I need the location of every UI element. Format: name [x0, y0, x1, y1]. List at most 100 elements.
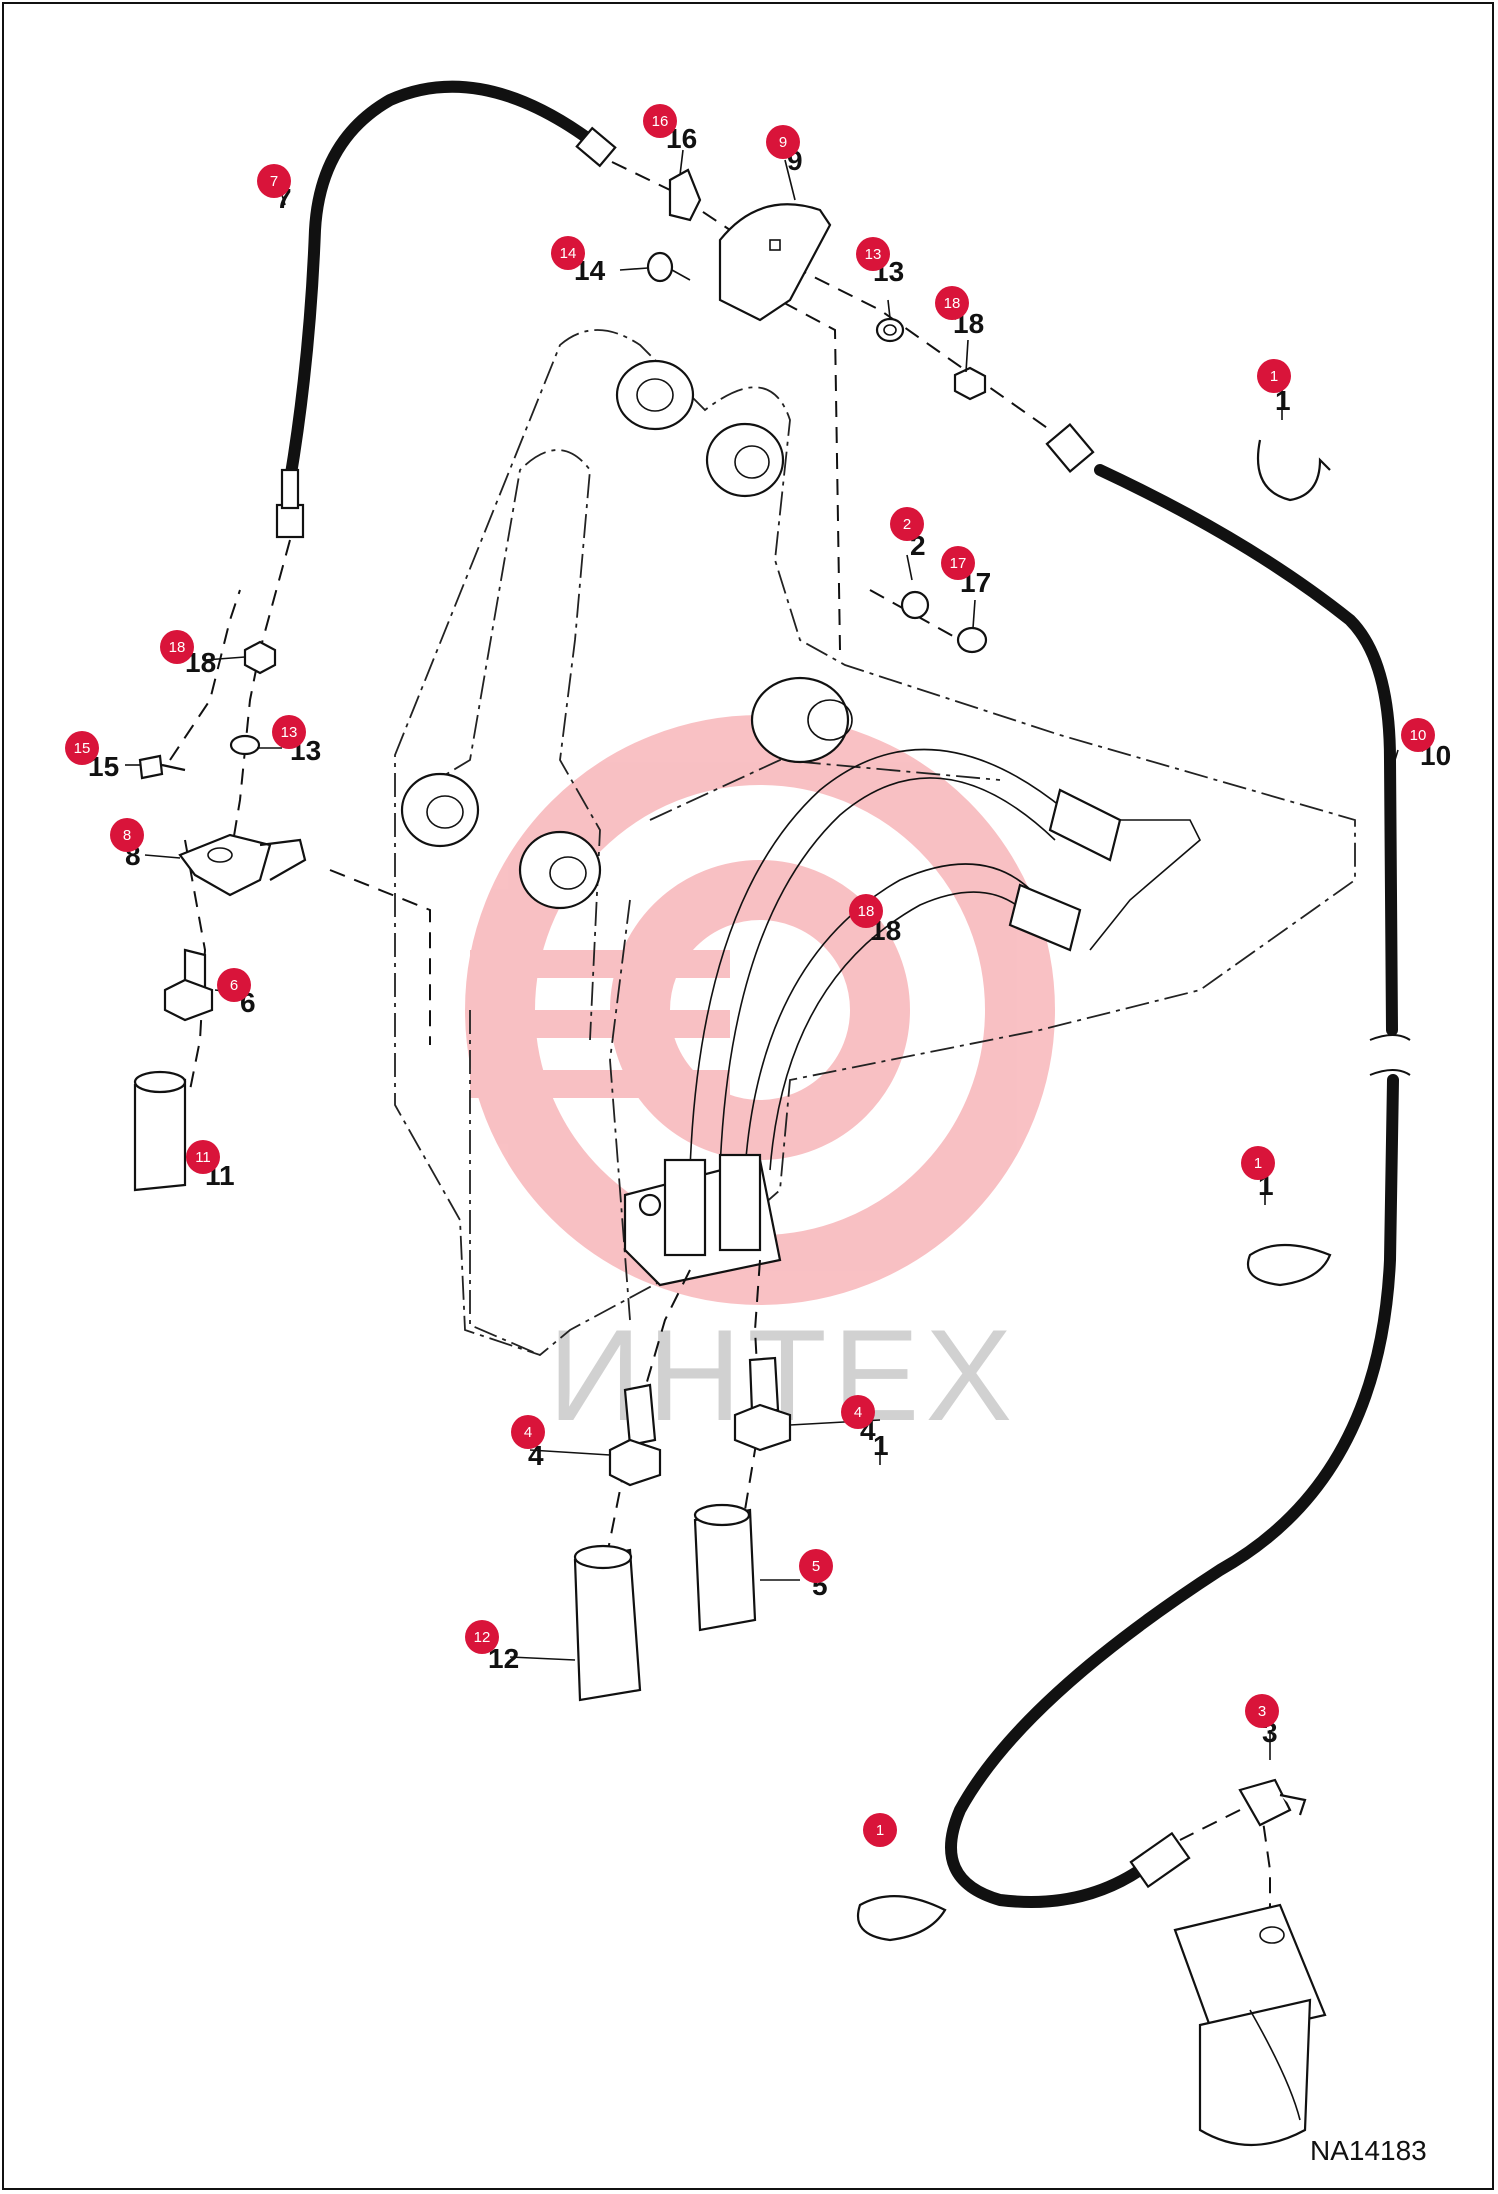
coupler-12	[573, 1548, 642, 1702]
callout-4: 4	[511, 1415, 545, 1449]
callout-circle	[941, 546, 975, 580]
callout-9: 9	[766, 125, 800, 159]
callout-circle	[272, 715, 306, 749]
nut-18-left	[243, 640, 277, 675]
callout-number: 13	[281, 724, 298, 741]
callout-circle	[1257, 359, 1291, 393]
callout-circle	[935, 286, 969, 320]
filter-assembly	[1173, 1778, 1327, 2146]
bolt-15	[138, 754, 186, 780]
callout-18: 18	[160, 630, 194, 664]
hose-7-end-fitting	[575, 126, 617, 168]
callout-circle	[856, 237, 890, 271]
callout-circle	[65, 731, 99, 765]
callout-circle	[643, 104, 677, 138]
callout-number: 1	[876, 1822, 884, 1839]
cable-ties	[857, 439, 1332, 1942]
callout-1: 1	[863, 1813, 897, 1847]
fitting-4-right-hex	[733, 1403, 792, 1452]
callout-18: 18	[849, 894, 883, 928]
callout-number: 14	[560, 245, 577, 262]
bracket-9	[718, 203, 832, 322]
hose-7-ferrule	[280, 468, 300, 510]
bracket-8	[178, 833, 307, 897]
coupler-11	[133, 1078, 187, 1192]
callout-number: 18	[944, 295, 961, 312]
loader-arm	[394, 329, 1356, 1357]
fitting-6-hex	[163, 978, 214, 1022]
callout-circle	[217, 968, 251, 1002]
svg-text:1: 1	[873, 1430, 889, 1461]
callout-circle	[799, 1549, 833, 1583]
callout-10: 10	[1401, 718, 1435, 752]
callout-number: 4	[524, 1424, 532, 1441]
hose-7-nut	[275, 503, 305, 539]
callout-number: 1	[1270, 368, 1278, 385]
callout-number: 10	[1410, 727, 1427, 744]
callout-number: 3	[1258, 1703, 1266, 1720]
part-numbers: 1 1 1 2 3 4 4 5 6 7 8 9 10 11 12 13 13 1…	[88, 123, 1451, 1748]
callout-17: 17	[941, 546, 975, 580]
callout-circle	[890, 507, 924, 541]
hose-10-end-fitting	[1045, 423, 1095, 473]
callout-5: 5	[799, 1549, 833, 1583]
diagram-code: NA14183	[1310, 2135, 1427, 2166]
callout-number: 6	[230, 977, 238, 994]
fitting-4-right	[748, 1356, 780, 1414]
callout-13: 13	[272, 715, 306, 749]
callout-number: 9	[779, 134, 787, 151]
coupler-5	[693, 1508, 757, 1632]
callout-circle	[863, 1813, 897, 1847]
callout-14: 14	[551, 236, 585, 270]
cable-tie-1-lower	[857, 1895, 947, 1942]
callout-2: 2	[890, 507, 924, 541]
callout-1: 1	[1241, 1146, 1275, 1180]
nut-17	[956, 626, 988, 654]
nut-18-upper	[953, 366, 987, 401]
parts-lower	[573, 1356, 792, 1702]
fitting-4-left	[623, 1383, 657, 1447]
cable-tie-1-upper	[1256, 439, 1331, 502]
callout-number: 11	[195, 1149, 211, 1166]
callout-circle	[186, 1140, 220, 1174]
callout-number: 15	[74, 740, 91, 757]
callout-circle	[849, 894, 883, 928]
callout-15: 15	[65, 731, 99, 765]
assembly-lines	[169, 161, 1271, 1930]
washer-2	[900, 590, 930, 620]
callout-13: 13	[856, 237, 890, 271]
callout-number: 8	[123, 827, 131, 844]
fitting-16	[668, 168, 702, 222]
callout-7: 7	[257, 164, 291, 198]
callout-circle	[551, 236, 585, 270]
callout-number: 7	[270, 173, 278, 190]
leader-lines	[125, 149, 1399, 1760]
callout-number: 2	[903, 516, 911, 533]
callout-circle	[160, 630, 194, 664]
callout-4: 4	[841, 1395, 875, 1429]
parts-left	[133, 640, 307, 1192]
cable-tie-1-middle	[1247, 1243, 1332, 1287]
callout-number: 12	[474, 1629, 491, 1646]
callout-8: 8	[110, 818, 144, 852]
hose-10-lower	[945, 1074, 1399, 1908]
callout-circle	[1241, 1146, 1275, 1180]
hose-7	[284, 80, 596, 486]
callout-circle	[1245, 1694, 1279, 1728]
washer-13-upper	[875, 317, 905, 343]
parts-upper	[646, 168, 988, 654]
callout-circle	[511, 1415, 545, 1449]
callout-number: 13	[865, 246, 882, 263]
callout-circle	[257, 164, 291, 198]
hose-10-lower-fitting	[1129, 1831, 1191, 1889]
callout-12: 12	[465, 1620, 499, 1654]
bolt-14	[646, 251, 674, 283]
callout-number: 1	[1254, 1155, 1262, 1172]
callout-number: 18	[858, 903, 875, 920]
fitting-4-left-hex	[608, 1438, 662, 1487]
callout-circle	[766, 125, 800, 159]
callout-number: 17	[950, 555, 967, 572]
